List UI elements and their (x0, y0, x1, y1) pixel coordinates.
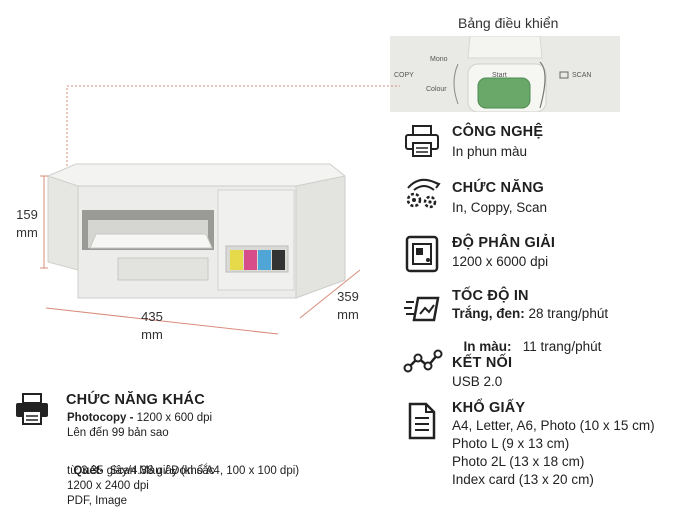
printer-icon (405, 125, 439, 157)
height-value: 159 (16, 207, 38, 222)
speed-icon (404, 296, 440, 322)
paper-icon (408, 402, 436, 440)
speed-bw-label: Trắng, đen: (452, 306, 525, 321)
photocopy-line-2: Lên đến 99 bản sao (67, 427, 169, 439)
width-dimension: 435 mm (134, 308, 170, 344)
other-printer-icon (16, 393, 48, 425)
mono-label: Mono (430, 56, 448, 63)
spec-title-technology: CÔNG NGHỆ (452, 124, 544, 140)
control-panel-image: Mono COPY Colour Start SCAN (390, 36, 620, 112)
panel-caption: Bảng điều khiển (458, 15, 559, 31)
resolution-icon (405, 235, 439, 273)
depth-unit: mm (337, 307, 359, 322)
scan-label: SCAN (572, 72, 592, 79)
spec-value-paper-2: Photo L (9 x 13 cm) (452, 436, 570, 451)
spec-value-speed-bw: Trắng, đen: 28 trang/phút (452, 306, 608, 321)
photocopy-value: 1200 x 600 dpi (133, 412, 213, 424)
spec-value-speed-color: In màu: 11 trang/phút (456, 324, 602, 354)
scan-line: Quét- Scan Màu / Đơn sắc (67, 449, 215, 479)
functions-gear-icon (406, 178, 441, 209)
photocopy-line: Photocopy - 1200 x 600 dpi (67, 411, 212, 426)
speed-color-value: 11 trang/phút (511, 339, 602, 354)
start-label: Start (492, 72, 507, 79)
scan-value: Scan Màu / Đơn sắc (103, 465, 215, 477)
height-dimension: 159 mm (10, 206, 44, 242)
spec-title-connectivity: KẾT NỐI (452, 355, 513, 371)
spec-title-functions: CHỨC NĂNG (452, 180, 544, 196)
spec-value-technology: In phun màu (452, 144, 528, 159)
connection-icon (403, 349, 443, 373)
other-functions-title: CHỨC NĂNG KHÁC (66, 392, 205, 408)
width-value: 435 (141, 309, 163, 324)
copy-label: COPY (394, 72, 414, 79)
colour-label: Colour (426, 86, 447, 93)
width-unit: mm (141, 327, 163, 342)
speed-bw-value: 28 trang/phút (524, 306, 609, 321)
scan-label-bold: Quét- (73, 465, 104, 477)
photocopy-label: Photocopy - (67, 412, 134, 424)
scan-line-2: từ 3.35 giây/4.38 giây (khổ A4, 100 x 10… (67, 465, 300, 477)
depth-dimension: 359 mm (332, 288, 364, 324)
spec-value-resolution: 1200 x 6000 dpi (452, 254, 549, 269)
height-unit: mm (16, 225, 38, 240)
spec-value-functions: In, Coppy, Scan (452, 200, 548, 215)
spec-value-paper-3: Photo 2L (13 x 18 cm) (452, 454, 585, 469)
spec-title-speed: TỐC ĐỘ IN (452, 288, 529, 304)
scan-line-3: 1200 x 2400 dpi (67, 480, 149, 492)
spec-value-paper-1: A4, Letter, A6, Photo (10 x 15 cm) (452, 418, 655, 433)
scan-line-4: PDF, Image (67, 495, 128, 507)
spec-title-resolution: ĐỘ PHÂN GIẢI (452, 235, 556, 251)
spec-value-paper-4: Index card (13 x 20 cm) (452, 472, 594, 487)
depth-value: 359 (337, 289, 359, 304)
spec-title-paper: KHỔ GIẤY (452, 400, 526, 416)
speed-color-label: In màu: (463, 339, 512, 354)
spec-value-connectivity: USB 2.0 (452, 374, 503, 389)
